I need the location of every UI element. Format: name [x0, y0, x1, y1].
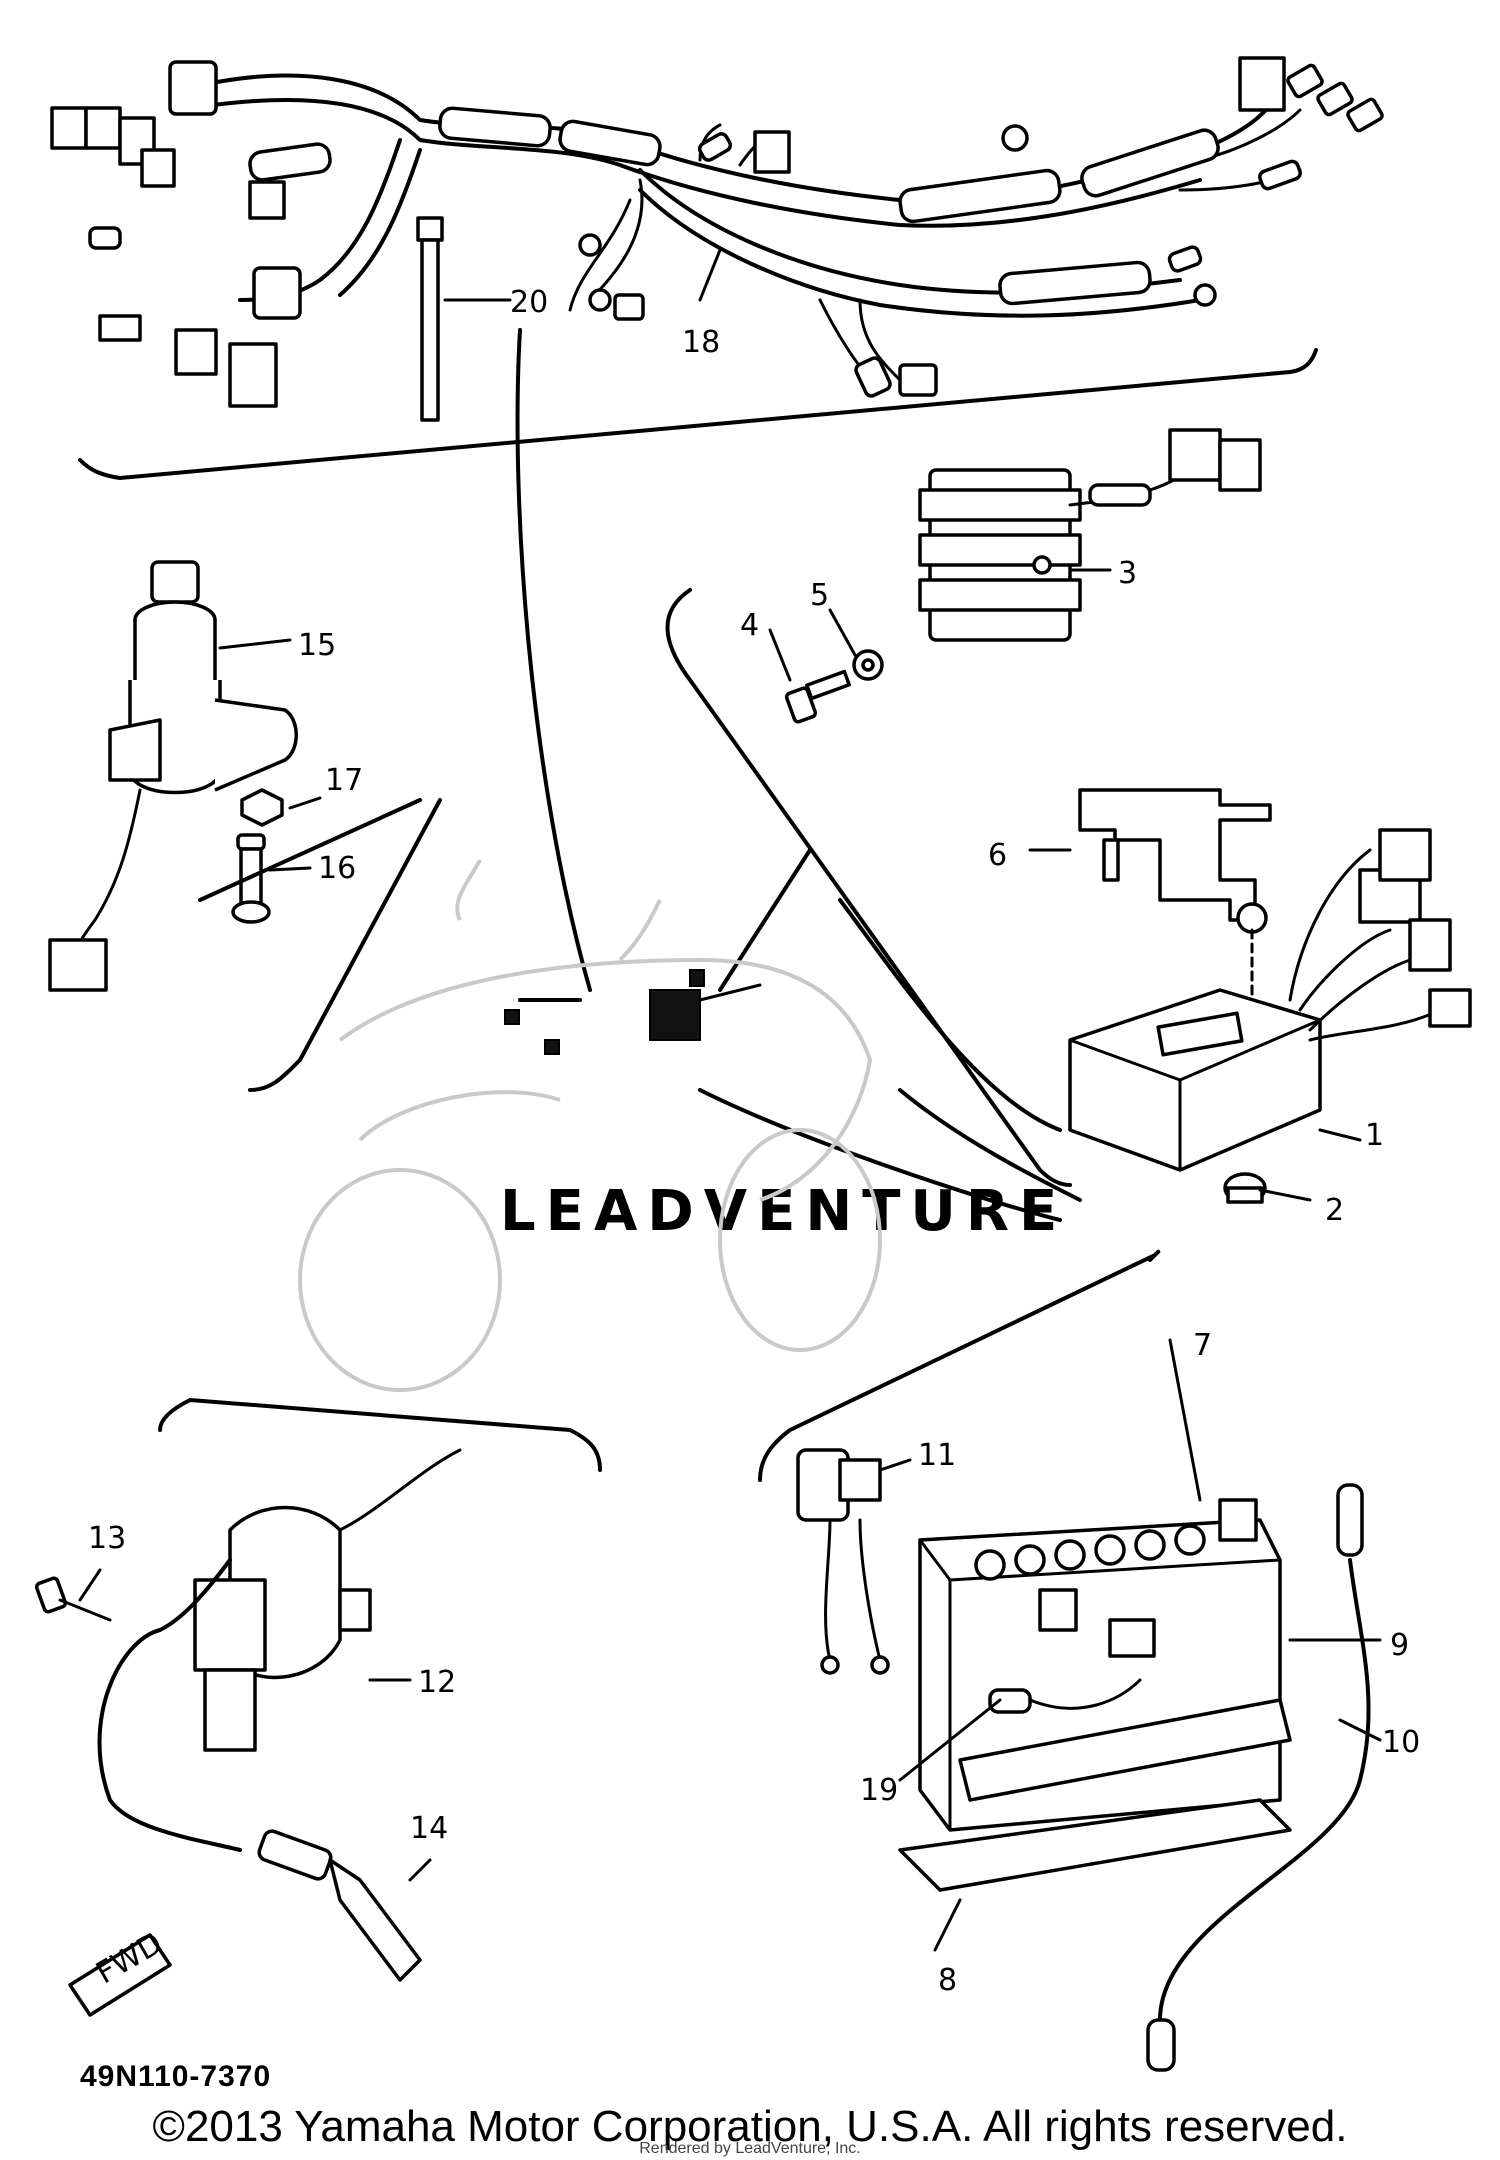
battery-pad-icon	[898, 1798, 1292, 1892]
bolt-icon	[34, 1576, 112, 1622]
callout-13: 13	[88, 1521, 126, 1556]
cdi-unit-icon	[1068, 828, 1472, 1172]
callout-16: 16	[318, 851, 356, 886]
callout-8: 8	[938, 1963, 957, 1998]
callout-4: 4	[740, 608, 759, 643]
starter-relay-icon	[796, 1448, 890, 1675]
spark-plug-cap-icon	[257, 1829, 422, 1982]
ignition-coil-icon	[97, 1448, 462, 1852]
rectifier-regulator-icon	[918, 428, 1262, 642]
callout-1: 1	[1365, 1118, 1384, 1153]
wire-harness-icon	[50, 56, 1384, 480]
callout-leaders	[78, 248, 1382, 1952]
callout-19: 19	[860, 1773, 898, 1808]
watermark-text: LEADVENTURE	[500, 1179, 1067, 1244]
callout-15: 15	[298, 628, 336, 663]
callout-11: 11	[918, 1438, 956, 1473]
battery-band-icon	[958, 1618, 1292, 1802]
callout-2: 2	[1325, 1193, 1344, 1228]
callout-18: 18	[682, 325, 720, 360]
bracket-icon	[1078, 788, 1272, 934]
callout-10: 10	[1382, 1725, 1420, 1760]
rendered-by-notice: Rendered by LeadVenture, Inc.	[639, 2140, 861, 2157]
callout-5: 5	[810, 578, 829, 613]
callout-20: 20	[510, 285, 548, 320]
callout-12: 12	[418, 1665, 456, 1700]
nut-icon	[240, 788, 284, 827]
callout-labels: 1 2 3 4 5 6 7 8 9 10 11 12 13 14 15 16 1…	[88, 285, 1420, 1998]
washer-icon	[852, 649, 884, 681]
callout-14: 14	[410, 1811, 448, 1846]
copyright-notice: ©2013 Yamaha Motor Corporation, U.S.A. A…	[152, 2102, 1348, 2151]
main-switch-icon	[48, 560, 298, 992]
fuse-holder-icon	[988, 1678, 1142, 1714]
callout-3: 3	[1118, 556, 1137, 591]
grommet-icon	[1223, 1172, 1267, 1204]
bolt-icon	[784, 669, 851, 724]
callout-6: 6	[988, 838, 1007, 873]
callout-17: 17	[325, 763, 363, 798]
cable-tie-icon	[416, 216, 444, 422]
callout-9: 9	[1390, 1628, 1409, 1663]
callout-7: 7	[1193, 1328, 1212, 1363]
drawing-code: 49N110-7370	[80, 2060, 272, 2093]
forward-arrow-icon: FWD	[68, 1926, 172, 2017]
